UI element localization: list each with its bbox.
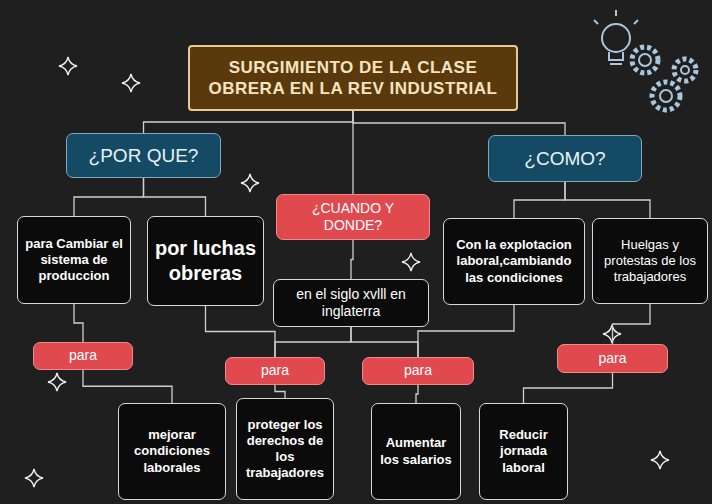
connector-line: [74, 304, 83, 342]
node-text: Aumentar los salarios: [378, 435, 454, 468]
sparkle-star: [48, 373, 66, 391]
node-text: para: [404, 362, 432, 380]
node-text: para: [69, 347, 97, 365]
lightbulb-gears-icon: [594, 10, 696, 110]
connector-line: [144, 111, 354, 133]
connector-line: [613, 304, 651, 344]
connector-label-box: para: [33, 342, 133, 370]
answer-box: para Cambiar el sistema de produccion: [17, 216, 131, 304]
connector-label-box: para: [225, 357, 325, 385]
title-box: SURGIMIENTO DE LA CLASE OBRERA EN LA REV…: [188, 45, 518, 111]
connector-line: [275, 327, 351, 357]
sparkle-star: [59, 57, 77, 75]
node-text: Reducir jornada laboral: [486, 427, 561, 476]
connector-line: [352, 111, 353, 194]
question-box: ¿POR QUE?: [66, 133, 221, 178]
connector-line: [275, 385, 285, 398]
sparkle-star: [402, 253, 420, 271]
connector-line: [351, 327, 418, 357]
node-text: SURGIMIENTO DE LA CLASE OBRERA EN LA REV…: [196, 57, 510, 100]
question-box: ¿COMO?: [488, 135, 642, 182]
answer-box: en el siglo xvlll en inglaterra: [273, 279, 429, 327]
node-text: para Cambiar el sistema de produccion: [24, 236, 124, 285]
question-box: ¿CUANDO Y DONDE?: [276, 194, 430, 240]
goal-box: proteger los derechos de los trabajadore…: [236, 398, 334, 500]
node-text: ¿COMO?: [524, 147, 605, 171]
connector-line: [83, 370, 172, 404]
node-text: ¿POR QUE?: [89, 144, 199, 168]
connector-line: [418, 305, 514, 357]
connector-line: [74, 178, 144, 216]
sparkle-star: [122, 74, 140, 92]
node-text: Huelgas y protestas de los trabajadores: [599, 237, 701, 286]
sparkle-star: [25, 469, 43, 487]
connector-label-box: para: [362, 357, 474, 385]
connector-line: [353, 111, 565, 135]
goal-box: Reducir jornada laboral: [479, 403, 568, 500]
connector-label-box: para: [557, 344, 668, 373]
node-text: ¿CUANDO Y DONDE?: [283, 200, 423, 235]
goal-box: mejorar condiciones laborales: [118, 403, 226, 500]
node-text: para: [598, 350, 626, 368]
connector-line: [144, 178, 206, 216]
connector-line: [351, 240, 353, 279]
connector-line: [565, 182, 650, 218]
connector-line: [524, 373, 613, 403]
node-text: proteger los derechos de los trabajadore…: [243, 417, 327, 482]
answer-box: Huelgas y protestas de los trabajadores: [592, 218, 708, 304]
node-text: por luchas obreras: [154, 236, 257, 286]
answer-box: por luchas obreras: [147, 216, 264, 306]
goal-box: Aumentar los salarios: [371, 403, 461, 500]
sparkle-star: [241, 174, 259, 192]
sparkle-star: [651, 451, 669, 469]
node-text: para: [261, 362, 289, 380]
node-text: mejorar condiciones laborales: [125, 427, 219, 476]
node-text: Con la explotacion laboral,cambiando las…: [450, 237, 578, 286]
answer-box: Con la explotacion laboral,cambiando las…: [443, 218, 585, 305]
node-text: en el siglo xvlll en inglaterra: [280, 286, 422, 321]
connector-line: [514, 182, 565, 218]
connector-line: [416, 385, 418, 403]
connector-line: [206, 306, 276, 357]
